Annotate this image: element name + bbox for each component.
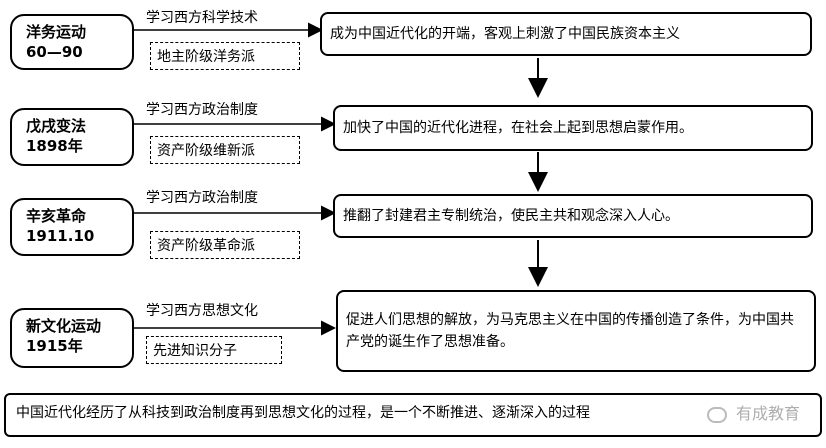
learn-label-2: 学习西方政治制度 bbox=[146, 102, 258, 118]
era-year: 1911.10 bbox=[26, 227, 95, 245]
watermark-text: 有成教育 bbox=[735, 404, 800, 423]
era-name: 新文化运动 bbox=[26, 317, 102, 335]
learn-label-4: 学习西方思想文化 bbox=[146, 303, 258, 319]
result-text: 加快了中国的近代化进程，在社会上起到思想启蒙作用。 bbox=[343, 120, 693, 136]
era-name: 戊戌变法 bbox=[26, 117, 87, 135]
era-year: 1898年 bbox=[26, 137, 83, 155]
era-year: 1915年 bbox=[26, 337, 83, 355]
summary-box: 中国近代化经历了从科技到政治制度再到思想文化的过程，是一个不断推进、逐渐深入的过… bbox=[4, 393, 822, 437]
era-name: 洋务运动 bbox=[26, 23, 87, 41]
summary-text: 中国近代化经历了从科技到政治制度再到思想文化的过程，是一个不断推进、逐渐深入的过… bbox=[16, 405, 590, 421]
class-label-1: 地主阶级洋务派 bbox=[150, 42, 300, 70]
class-label-3: 资产阶级革命派 bbox=[150, 231, 300, 259]
result-box-2: 加快了中国的近代化进程，在社会上起到思想启蒙作用。 bbox=[333, 105, 813, 151]
result-text: 成为中国近代化的开端，客观上刺激了中国民族资本主义 bbox=[330, 26, 680, 42]
learn-label-1: 学习西方科学技术 bbox=[146, 10, 258, 26]
learn-label-3: 学习西方政治制度 bbox=[146, 190, 258, 206]
result-box-1: 成为中国近代化的开端，客观上刺激了中国民族资本主义 bbox=[320, 12, 812, 56]
class-label-2: 资产阶级维新派 bbox=[150, 136, 300, 164]
era-box-4: 新文化运动 1915年 bbox=[10, 308, 134, 368]
class-label-4: 先进知识分子 bbox=[146, 336, 282, 364]
result-text: 推翻了封建君主专制统治，使民主共和观念深入人心。 bbox=[343, 208, 679, 224]
era-name: 辛亥革命 bbox=[26, 207, 87, 225]
result-box-3: 推翻了封建君主专制统治，使民主共和观念深入人心。 bbox=[333, 194, 813, 238]
era-box-3: 辛亥革命 1911.10 bbox=[10, 198, 134, 256]
result-text: 促进人们思想的解放，为马克思主义在中国的传播创造了条件，为中国共产党的诞生作了思… bbox=[346, 312, 794, 350]
era-year: 60—90 bbox=[26, 43, 83, 61]
result-box-4: 促进人们思想的解放，为马克思主义在中国的传播创造了条件，为中国共产党的诞生作了思… bbox=[336, 290, 816, 372]
watermark: 有成教育 bbox=[706, 400, 800, 424]
era-box-1: 洋务运动 60—90 bbox=[10, 14, 134, 70]
wechat-icon bbox=[706, 406, 727, 423]
era-box-2: 戊戌变法 1898年 bbox=[10, 108, 134, 166]
